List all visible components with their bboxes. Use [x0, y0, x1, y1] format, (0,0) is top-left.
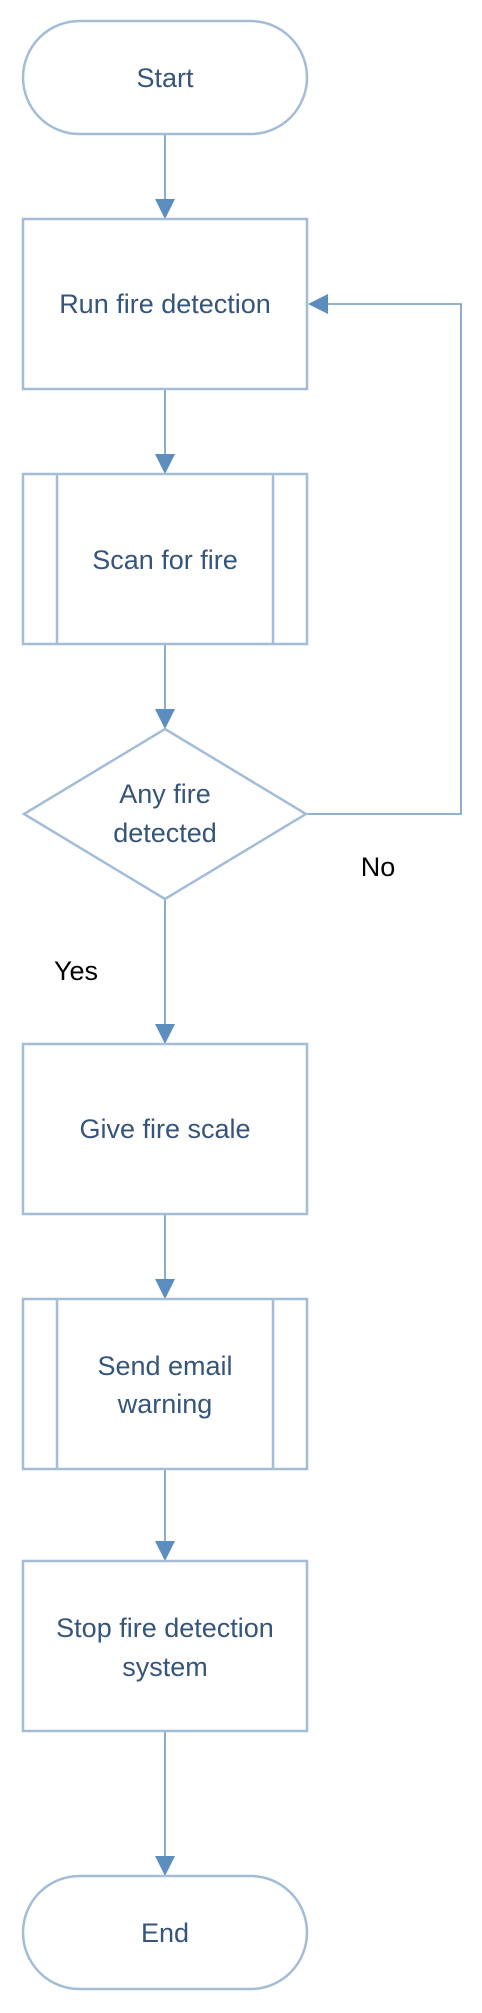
fire-scale-label: Give fire scale: [79, 1114, 250, 1144]
end-node: End: [21, 1874, 309, 1991]
stop-label-line2: system: [122, 1652, 208, 1682]
run-detection-box: [21, 217, 309, 391]
arrowhead-scale-to-email: [155, 1279, 175, 1299]
end-terminator-shape: [21, 1874, 309, 1991]
fire-scale-box: [21, 1042, 309, 1216]
arrowhead-no-loop: [308, 294, 328, 314]
arrowhead-scan-to-decision: [155, 709, 175, 729]
decision-node: Any fire detected: [21, 727, 309, 901]
stop-node: Stop fire detection system: [21, 1559, 309, 1733]
scan-label: Scan for fire: [92, 545, 238, 575]
stop-box: [21, 1559, 309, 1733]
start-node: Start: [21, 19, 309, 136]
arrowhead-start-to-run: [155, 199, 175, 219]
arrowhead-run-to-scan: [155, 454, 175, 474]
edge-label-no: No: [361, 852, 396, 882]
edge-label-yes: Yes: [54, 956, 98, 986]
scan-node: Scan for fire: [21, 472, 309, 646]
arrowhead-email-to-stop: [155, 1541, 175, 1561]
end-label: End: [141, 1918, 189, 1948]
run-detection-node: Run fire detection: [21, 217, 309, 391]
scan-box: [21, 472, 309, 646]
connectors: [155, 134, 462, 1876]
arrowhead-decision-yes: [155, 1024, 175, 1044]
run-detection-label: Run fire detection: [59, 289, 271, 319]
fire-scale-node: Give fire scale: [21, 1042, 309, 1216]
decision-label-line2: detected: [113, 818, 217, 848]
email-label-line1: Send email: [97, 1351, 232, 1381]
arrowhead-stop-to-end: [155, 1856, 175, 1876]
email-node: Send email warning: [21, 1297, 309, 1471]
email-label-line2: warning: [117, 1389, 213, 1419]
edge-decision-no-loop: [306, 303, 462, 815]
email-box: [21, 1297, 309, 1471]
start-terminator-shape: [21, 19, 309, 136]
decision-label-line1: Any fire: [119, 779, 211, 809]
start-label: Start: [136, 63, 194, 93]
decision-diamond: [21, 727, 309, 901]
stop-label-line1: Stop fire detection: [56, 1613, 274, 1643]
